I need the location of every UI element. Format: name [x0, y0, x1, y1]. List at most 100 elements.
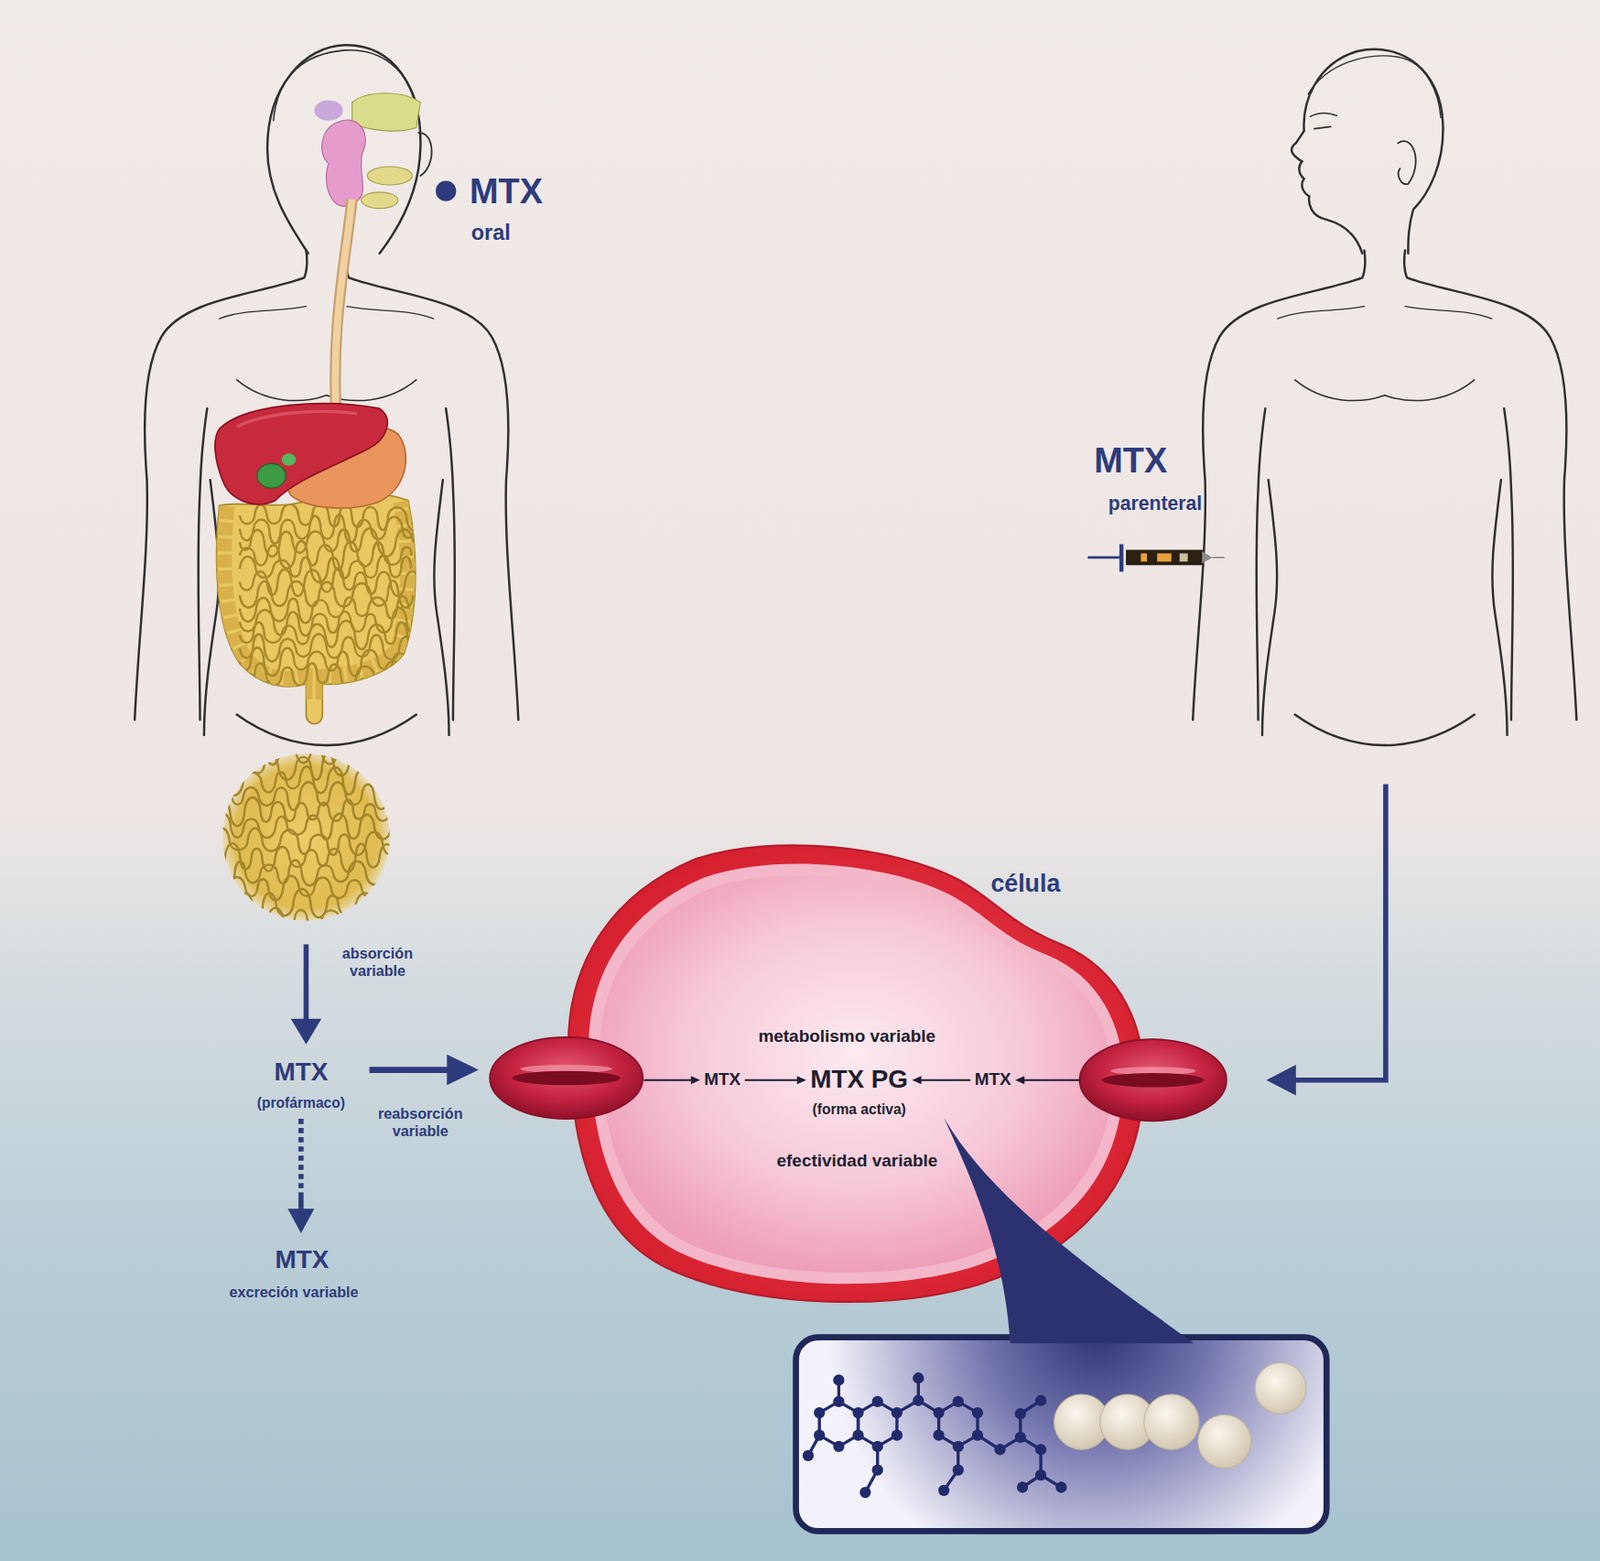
molecule-atoms: [972, 1429, 984, 1441]
molecule-atoms: [952, 1463, 964, 1475]
syringe-icon: [1211, 556, 1224, 559]
intestine-loops: [214, 904, 404, 933]
intestine-loops: [214, 921, 413, 949]
intestine-loops: [214, 797, 404, 826]
cell-text: MTX: [974, 1070, 1012, 1091]
molecule-atoms: [972, 1406, 984, 1418]
metabolism-arrows: [691, 1075, 701, 1084]
molecule-structure: [819, 1401, 858, 1447]
molecule-atoms: [912, 1394, 924, 1406]
molecule-atoms: [932, 1429, 944, 1441]
digestive-organs: [352, 93, 422, 131]
digestive-organs: [237, 410, 358, 427]
metabolism-arrows: [912, 1075, 922, 1084]
intestine-loops: [214, 735, 420, 949]
molecule-atoms: [1016, 1481, 1028, 1492]
bullet-dot: [435, 181, 456, 202]
molecule-atoms: [1015, 1431, 1027, 1443]
flow-arrows: [287, 1208, 314, 1233]
metabolism-arrows: [643, 1078, 693, 1081]
oral-figure: [418, 132, 433, 176]
metabolism-arrows: [1015, 1075, 1025, 1084]
metabolism-arrows: [1022, 1078, 1082, 1081]
molecule-atoms: [1015, 1407, 1027, 1419]
flow-label: reabsorción variable: [378, 1105, 463, 1140]
cell-outline: [568, 844, 1144, 1302]
flow-arrows: [1265, 1064, 1296, 1095]
molecule-atoms: [952, 1395, 964, 1407]
parenteral-figure: [1309, 113, 1337, 117]
molecule-atoms: [1035, 1443, 1047, 1455]
cell-shape: célulametabolismo variableMTXMTX PG(form…: [551, 842, 1164, 1312]
small-intestine: [239, 660, 420, 690]
digestive-organs: [361, 192, 399, 209]
digestive-organs: [216, 491, 416, 724]
flow-arrows: [303, 943, 310, 1021]
parenteral-figure: [1192, 49, 1577, 746]
parenteral-figure: [1314, 126, 1331, 129]
flow-arrows: [1294, 783, 1386, 1080]
parenteral-figure: [1192, 249, 1385, 746]
molecule-atoms: [813, 1429, 825, 1441]
small-intestine: [239, 607, 418, 636]
molecule-atoms: [852, 1406, 864, 1418]
cell-outline: [600, 875, 1113, 1273]
parenteral-figure: [1397, 140, 1416, 184]
digestive-organs: [216, 499, 416, 686]
molecule-atoms: [859, 1486, 871, 1498]
digestive-organs: [257, 463, 286, 488]
cell-text: MTX PG: [810, 1064, 909, 1094]
small-intestine: [239, 528, 413, 557]
cell-text: (forma activa): [812, 1101, 907, 1118]
digestive-organs: [313, 99, 343, 120]
flow-label: MTX: [1093, 441, 1168, 482]
flow-arrows: [298, 1191, 304, 1211]
cell-text: efectividad variable: [777, 1150, 939, 1171]
molecule-structure: [939, 1401, 978, 1447]
digestive-organs: [335, 199, 352, 430]
parenteral-figure: [1384, 249, 1578, 746]
molecule-atoms: [938, 1484, 950, 1496]
digestive-organs: [321, 119, 366, 206]
flow-label: oral: [471, 220, 511, 246]
syringe-icon: [1156, 552, 1172, 562]
intestine-loops: [214, 735, 407, 765]
cell-text: MTX: [703, 1070, 741, 1091]
molecule-callout: [796, 1337, 1328, 1532]
molecule-atoms: [994, 1443, 1006, 1455]
molecule-atoms: [852, 1429, 864, 1441]
syringe-icon: [1201, 551, 1212, 563]
molecule-atoms: [1035, 1469, 1047, 1481]
molecule-atoms: [891, 1406, 903, 1418]
flow-arrows: [446, 1054, 479, 1085]
molecule-atoms: [1055, 1481, 1067, 1492]
glutamate-beads: [1254, 1362, 1307, 1414]
molecule-atoms: [872, 1463, 884, 1475]
flow-label: excreción variable: [229, 1283, 359, 1301]
cell-outline: [943, 1117, 1194, 1343]
small-intestine: [239, 503, 422, 690]
metabolism-arrows: [797, 1075, 807, 1084]
syringe-icon: [1087, 543, 1224, 572]
parenteral-figure: [1308, 55, 1441, 118]
flow-label: (profármaco): [257, 1094, 346, 1112]
digestive-organs: [281, 453, 297, 465]
metabolism-arrows: [745, 1078, 800, 1081]
syringe-icon: [1126, 550, 1202, 565]
intestine-loops: [214, 888, 415, 918]
intestine-zoom: [214, 735, 420, 949]
molecule-atoms: [802, 1449, 814, 1461]
small-intestine: [239, 633, 414, 661]
flow-label: parenteral: [1108, 491, 1202, 514]
molecule-atoms: [832, 1373, 844, 1385]
syringe-icon: [1140, 552, 1147, 562]
cell-text: metabolismo variable: [757, 1026, 936, 1047]
oral-figure: [134, 44, 519, 746]
intestine-loops: [214, 812, 404, 840]
digestive-organs: [335, 199, 352, 430]
parenteral-figure: [1291, 49, 1443, 254]
molecule-callout: [796, 1337, 1328, 1532]
molecule-atoms: [872, 1440, 884, 1452]
small-intestine: [239, 514, 414, 543]
